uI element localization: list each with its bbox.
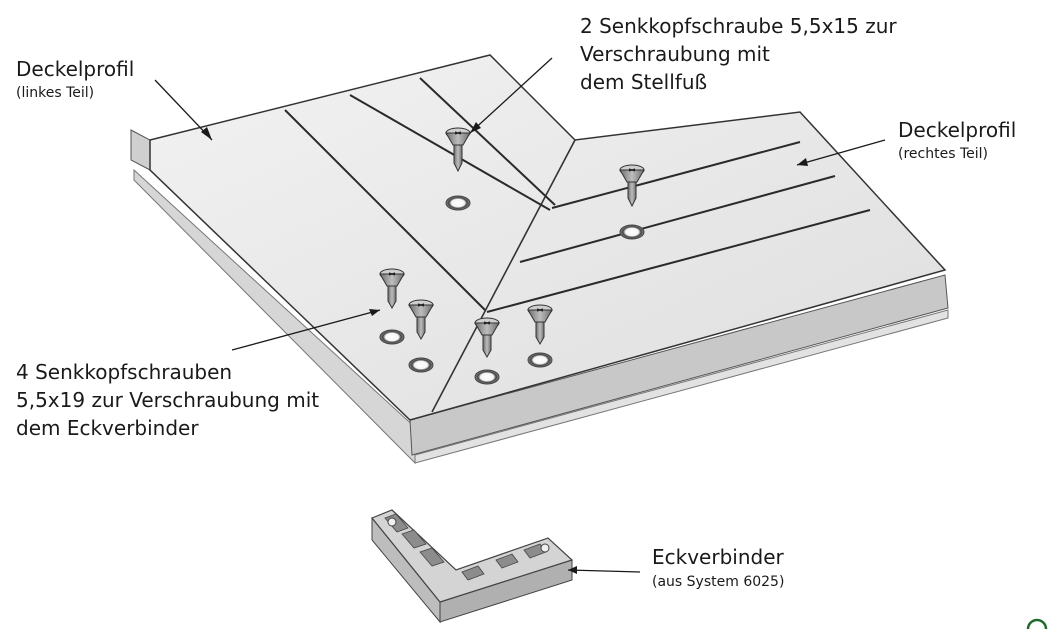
leader-line-stellfuss	[469, 57, 553, 134]
label-line: 5,5x19 zur Verschraubung mit	[16, 388, 320, 412]
screw-icon	[408, 299, 434, 341]
label-line: 2 Senkkopfschraube 5,5x15 zur	[580, 14, 897, 38]
hole	[445, 195, 471, 211]
label-line: dem Stellfuß	[580, 70, 708, 94]
screw-icon	[474, 317, 500, 359]
screws	[379, 127, 645, 359]
screw-icon	[619, 164, 645, 208]
deckelprofil-panel	[130, 54, 949, 465]
label-deckelprofil-links: Deckelprofil (linkes Teil)	[16, 57, 134, 103]
leader-lines	[154, 57, 886, 573]
corner-mark-icon	[1026, 618, 1048, 629]
label-title: Deckelprofil	[16, 57, 135, 81]
hole	[379, 329, 405, 345]
leader-line-deckel-rechts	[796, 139, 886, 166]
label-title: Deckelprofil	[898, 118, 1017, 142]
leader-line-eckschrauben	[231, 309, 381, 351]
leader-line-deckel-links	[154, 79, 213, 141]
label-line: 4 Senkkopfschrauben	[16, 360, 233, 384]
label-subtitle: (aus System 6025)	[652, 574, 785, 590]
label-subtitle: (rechtes Teil)	[898, 146, 988, 162]
hole	[527, 352, 553, 368]
label-title: Eckverbinder	[652, 545, 784, 569]
hole	[474, 369, 500, 385]
eckverbinder-part	[371, 509, 574, 624]
screw-icon	[527, 304, 553, 346]
label-line: dem Eckverbinder	[16, 416, 199, 440]
miter-joint-line	[431, 139, 576, 413]
screw-icon	[445, 127, 471, 173]
label-eckverbinder: Eckverbinder (aus System 6025)	[652, 545, 784, 592]
leader-arrowheads	[201, 122, 808, 574]
label-deckelprofil-rechts: Deckelprofil (rechtes Teil)	[898, 118, 1016, 164]
label-subtitle: (linkes Teil)	[16, 85, 95, 101]
hole	[408, 357, 434, 373]
screw-icon	[379, 268, 405, 310]
label-line: Verschraubung mit	[580, 42, 770, 66]
label-stellfuss-screws: 2 Senkkopfschraube 5,5x15 zur Verschraub…	[580, 12, 897, 96]
leader-line-eckverbinder	[567, 569, 641, 573]
hole	[619, 224, 645, 240]
label-eck-screws: 4 Senkkopfschrauben 5,5x19 zur Verschrau…	[16, 358, 319, 442]
screw-holes	[379, 195, 645, 385]
